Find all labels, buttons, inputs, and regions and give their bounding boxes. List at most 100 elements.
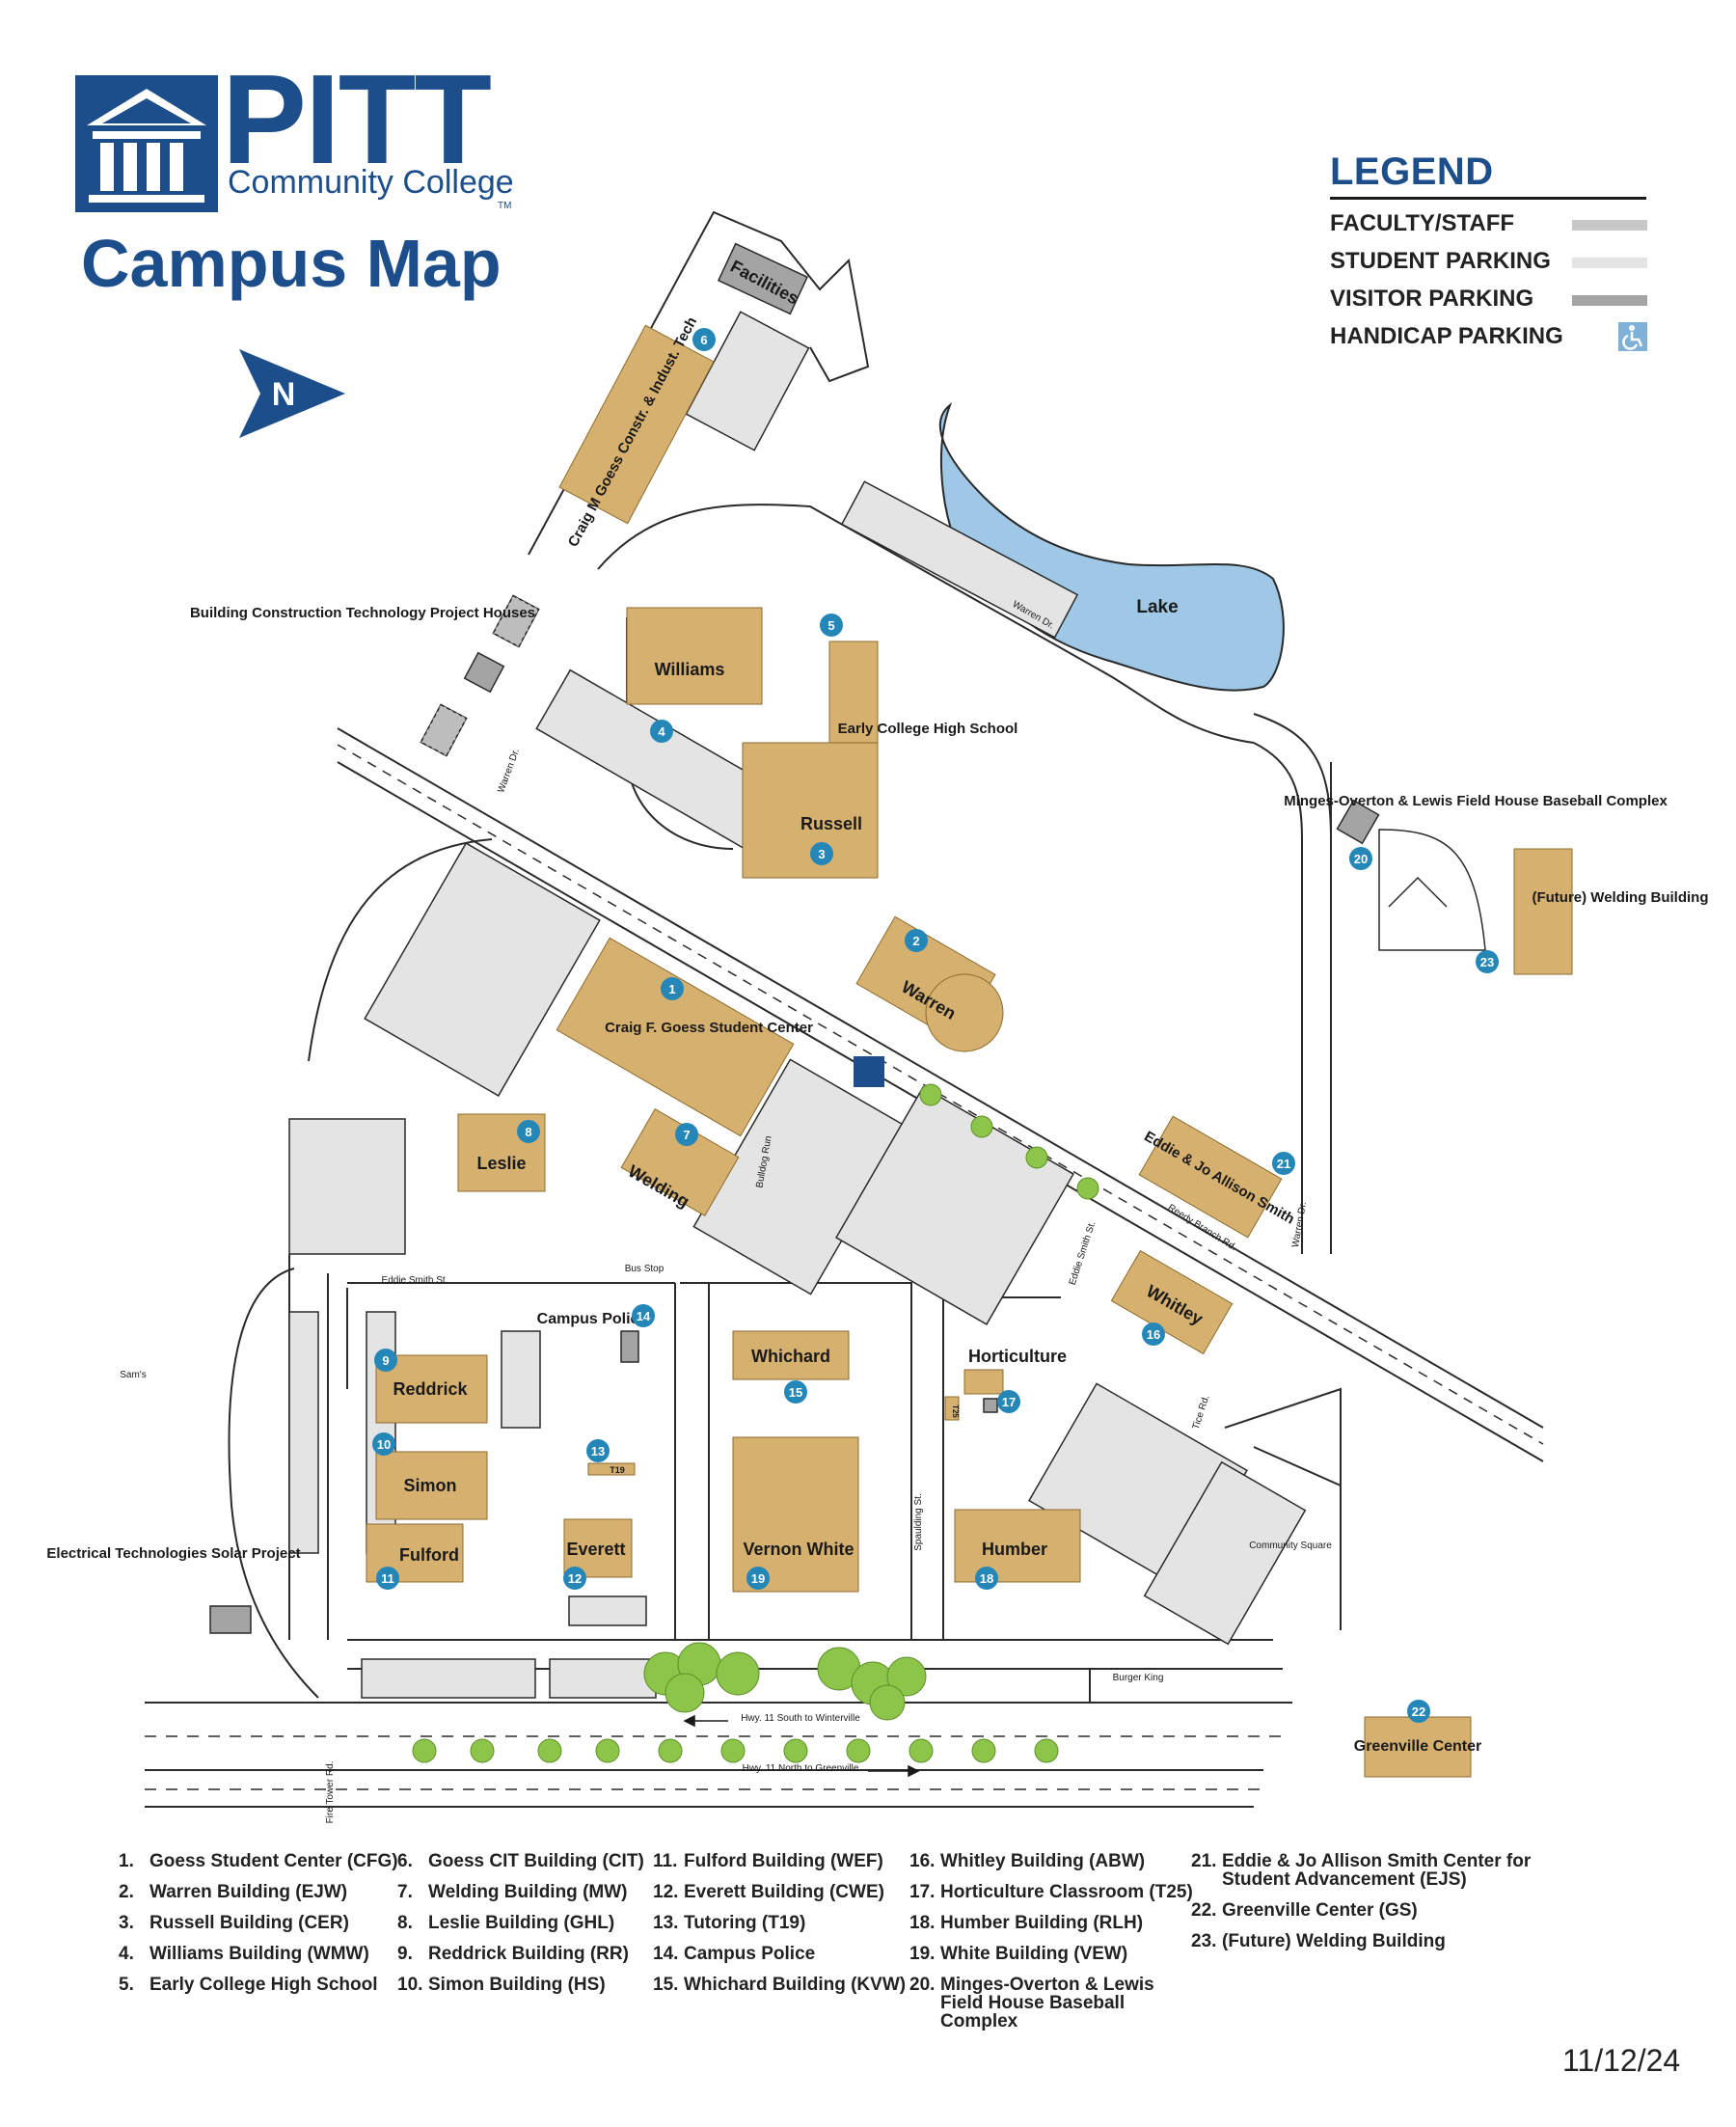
index-item: 21.Eddie & Jo Allison Smith Center for S…	[1191, 1852, 1540, 1889]
index-item: 14.Campus Police	[653, 1945, 944, 1963]
index-num: 10.	[397, 1975, 423, 1995]
index-label: Russell Building (CER)	[149, 1913, 349, 1933]
marker-1-label: 1	[668, 982, 675, 996]
label-simon: Simon	[403, 1476, 456, 1495]
page-title: Campus Map	[81, 226, 502, 301]
marker-15-circle	[784, 1380, 807, 1404]
index-item: 2. Warren Building (EJW)	[119, 1883, 410, 1901]
label-solar-project: Electrical Technologies Solar Project	[46, 1545, 300, 1562]
marker-13-circle	[586, 1439, 610, 1462]
marker-13-label: 13	[591, 1444, 605, 1459]
building-horticulture	[963, 1369, 1004, 1395]
label-sams: Sam's	[120, 1370, 146, 1380]
label-everett: Everett	[566, 1540, 625, 1559]
index-num: 14.	[653, 1944, 679, 1964]
marker-18-label: 18	[980, 1571, 993, 1586]
index-item: 7. Welding Building (MW)	[397, 1883, 689, 1901]
marker-21-circle	[1272, 1152, 1295, 1175]
label-spaulding-st: Spaulding St.	[913, 1493, 924, 1551]
index-num: 22.	[1191, 1900, 1217, 1921]
project-houses	[420, 594, 540, 757]
label-eddie-smith-st-1: Eddie Smith St.	[382, 1275, 448, 1286]
index-num: 2.	[119, 1882, 134, 1902]
index-num: 21.	[1191, 1851, 1217, 1871]
index-num: 17.	[909, 1882, 936, 1902]
index-item: 6. Goess CIT Building (CIT)	[397, 1852, 689, 1870]
index-label: (Future) Welding Building	[1222, 1931, 1446, 1951]
index-num: 8.	[397, 1913, 413, 1933]
handicap-icon	[1618, 322, 1647, 351]
label-fire-tower-rd: Fire Tower Rd.	[325, 1761, 336, 1824]
index-item: 5.Early College High School	[119, 1976, 410, 1994]
index-num: 11.	[653, 1851, 678, 1871]
index-num: 3.	[119, 1913, 134, 1933]
marker-19-circle	[746, 1567, 770, 1590]
marker-19-label: 19	[751, 1571, 765, 1586]
marker-11-label: 11	[381, 1571, 394, 1586]
legend-faculty-label: FACULTY/STAFF	[1330, 210, 1515, 236]
legend-divider	[1330, 197, 1646, 200]
index-label: Williams Building (WMW)	[149, 1944, 369, 1964]
index-item: 12.Everett Building (CWE)	[653, 1883, 944, 1901]
index-label: Warren Building (EJW)	[149, 1882, 348, 1902]
building-index-col-4: 16.Whitley Building (ABW) 17.Horticultur…	[909, 1852, 1201, 2043]
index-label: Everett Building (CWE)	[684, 1882, 884, 1902]
index-num: 7.	[397, 1882, 413, 1902]
label-minges: Minges-Overton & Lewis Field House Baseb…	[1284, 793, 1668, 809]
index-label: White Building (VEW)	[940, 1944, 1128, 1964]
index-num: 15.	[653, 1975, 679, 1995]
building-leslie	[457, 1113, 546, 1192]
label-horticulture: Horticulture	[968, 1347, 1067, 1366]
label-early-college: Early College High School	[838, 721, 1018, 737]
index-item: 3. Russell Building (CER)	[119, 1914, 410, 1932]
marker-1-circle	[661, 977, 684, 1000]
marker-23-label: 23	[1480, 955, 1494, 969]
index-num: 6.	[397, 1851, 413, 1871]
legend-handicap-label: HANDICAP PARKING	[1330, 323, 1563, 349]
index-label: Humber Building (RLH)	[940, 1913, 1144, 1933]
index-item: 4.Williams Building (WMW)	[119, 1945, 410, 1963]
index-item: 10.Simon Building (HS)	[397, 1976, 689, 1994]
label-williams: Williams	[655, 660, 725, 679]
building-student-center	[556, 937, 795, 1137]
label-lake: Lake	[1136, 597, 1178, 617]
index-item: 19.White Building (VEW)	[909, 1945, 1201, 1963]
index-num: 13.	[653, 1913, 679, 1933]
building-whichard	[732, 1330, 850, 1380]
index-label: Leslie Building (GHL)	[428, 1913, 615, 1933]
index-num: 18.	[909, 1913, 936, 1933]
index-num: 12.	[653, 1882, 679, 1902]
building-eddie-smith	[1138, 1115, 1283, 1239]
label-project-houses: Building Construction Technology Project…	[190, 605, 535, 621]
index-label: Minges-Overton & Lewis Field House Baseb…	[940, 1975, 1154, 2032]
label-campus-police: Campus Police	[537, 1311, 648, 1327]
label-greenville-center: Greenville Center	[1354, 1738, 1482, 1755]
label-fulford: Fulford	[399, 1545, 459, 1565]
index-item: 11.Fulford Building (WEF)	[653, 1852, 944, 1870]
north-arrow-label: N	[272, 376, 296, 413]
index-num: 23.	[1191, 1931, 1217, 1951]
marker-10-label: 10	[377, 1437, 391, 1452]
marker-5-label: 5	[827, 618, 834, 633]
index-label: Welding Building (MW)	[428, 1882, 628, 1902]
brand-subtitle: Community College	[228, 164, 514, 201]
index-label: Horticulture Classroom (T25)	[940, 1882, 1193, 1902]
index-item: 23.(Future) Welding Building	[1191, 1932, 1540, 1950]
north-arrow-icon: N	[239, 349, 345, 438]
index-item: 22.Greenville Center (GS)	[1191, 1901, 1540, 1920]
label-future-welding: (Future) Welding Building	[1532, 889, 1708, 906]
buildings	[366, 324, 1573, 1778]
index-item: 8. Leslie Building (GHL)	[397, 1914, 689, 1932]
building-index-col-2: 6. Goess CIT Building (CIT) 7. Welding Bui…	[397, 1852, 689, 2006]
label-community-square: Community Square	[1249, 1541, 1332, 1551]
trees	[412, 1083, 1099, 1763]
lake	[939, 401, 1285, 692]
building-t19	[587, 1462, 636, 1476]
marker-4-label: 4	[658, 724, 665, 739]
index-label: Goess CIT Building (CIT)	[428, 1851, 644, 1871]
index-item: 1.Goess Student Center (CFG)	[119, 1852, 410, 1870]
label-burger-king: Burger King	[1113, 1673, 1164, 1683]
marker-7-circle	[675, 1123, 698, 1146]
marker-17-circle	[997, 1390, 1020, 1413]
